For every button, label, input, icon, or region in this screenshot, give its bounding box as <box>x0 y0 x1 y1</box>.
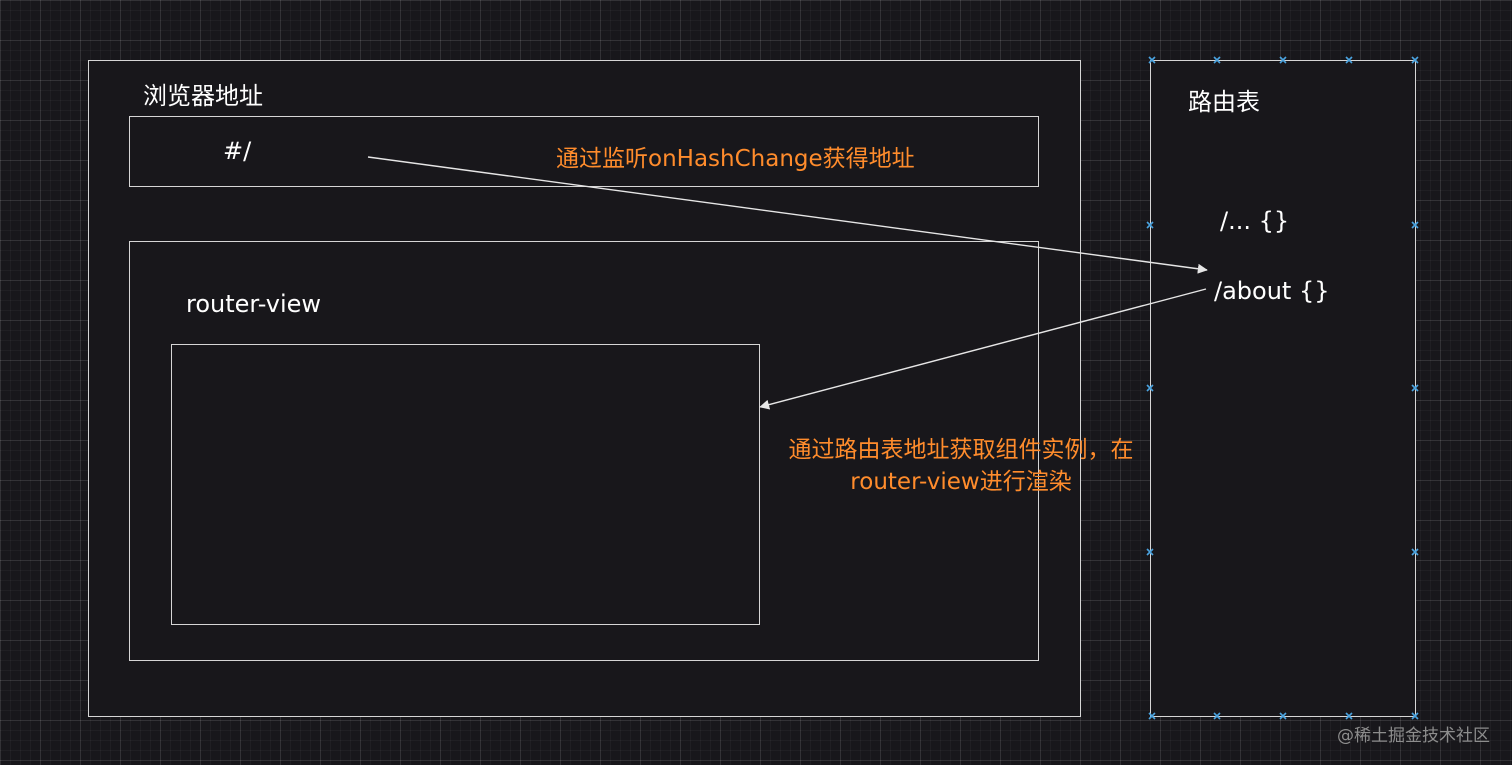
route-entry-about: /about {} <box>1214 277 1330 305</box>
render-annotation: 通过路由表地址获取组件实例，在 router-view进行渲染 <box>766 434 1156 498</box>
render-annotation-line2: router-view进行渲染 <box>850 469 1072 496</box>
hash-change-annotation: 通过监听onHashChange获得地址 <box>556 146 915 172</box>
route-table-title: 路由表 <box>1188 88 1260 116</box>
route-table-box[interactable] <box>1150 60 1416 717</box>
render-annotation-line1: 通过路由表地址获取组件实例，在 <box>788 437 1134 463</box>
component-instance-box <box>171 344 760 625</box>
browser-title: 浏览器地址 <box>143 82 263 110</box>
route-entry-root: /... {} <box>1220 207 1290 235</box>
router-view-label: router-view <box>186 290 322 318</box>
watermark-text: @稀土掘金技术社区 <box>1337 726 1490 746</box>
address-hash-text: #/ <box>223 137 252 165</box>
